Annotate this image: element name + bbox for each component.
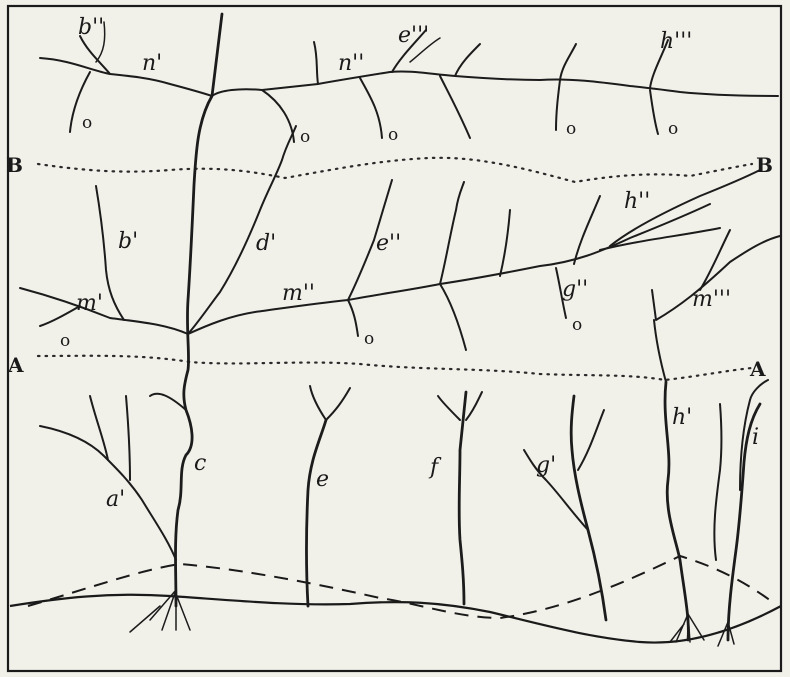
- stream-e: [307, 420, 327, 606]
- label-g2: g'': [562, 277, 588, 302]
- stream-n2-s4: [556, 80, 560, 130]
- label-g1: g': [536, 453, 556, 478]
- label-b1: b': [118, 229, 138, 254]
- label-m3: m''': [692, 287, 731, 312]
- stream-m2: [188, 204, 710, 334]
- stream-d1: [188, 126, 296, 334]
- label-b2: b'': [78, 15, 104, 40]
- label-f: f: [428, 455, 442, 480]
- upper-terrace-label-right: B: [756, 153, 773, 177]
- former-coastline: [28, 556, 775, 618]
- stream-g1: [571, 396, 606, 620]
- hollow-marker: o: [300, 127, 310, 147]
- stream-c: [176, 14, 223, 606]
- stream-f: [459, 392, 466, 604]
- lower-terrace-label-right: A: [749, 357, 766, 381]
- stream-m2-t1: [440, 182, 464, 284]
- stream-n2-t1: [314, 42, 318, 84]
- delta-i: [718, 622, 734, 646]
- hollow-marker: o: [60, 331, 70, 351]
- label-e2: e'': [376, 231, 401, 256]
- stream-n1: [40, 58, 212, 96]
- stream-n2-s3: [440, 76, 470, 138]
- lower-terrace-label-left: A: [7, 353, 24, 377]
- hollow-marker: o: [668, 119, 678, 139]
- label-a1: a': [106, 487, 125, 512]
- stream-h2-c: [574, 196, 600, 264]
- stream-c-t: [150, 394, 186, 410]
- hollow-marker: o: [364, 329, 374, 349]
- label-h2: h'': [624, 189, 650, 214]
- stream-g1-t2: [578, 410, 604, 470]
- label-n1: n': [142, 51, 162, 76]
- stream-n2-t2: [455, 44, 480, 76]
- stream-n2-s2: [360, 78, 382, 138]
- label-h3: h''': [660, 29, 692, 54]
- label-m2: m'': [282, 281, 315, 306]
- stream-e-t1: [326, 388, 350, 420]
- label-e: e: [316, 467, 329, 492]
- stream-n2-s5: [650, 90, 658, 134]
- label-h1: h': [672, 405, 692, 430]
- label-e3: e''': [398, 23, 429, 48]
- stream-e-t2: [310, 386, 326, 420]
- hollow-marker: o: [82, 113, 92, 133]
- upper-terrace-label-left: B: [6, 153, 23, 177]
- label-m1: m': [76, 291, 103, 316]
- label-n2: n'': [338, 51, 364, 76]
- hollow-marker: o: [566, 119, 576, 139]
- stream-n2-s1: [262, 90, 294, 142]
- stream-m2-s2: [440, 284, 466, 350]
- present-coastline: [10, 595, 781, 643]
- diagram-frame: [8, 6, 781, 671]
- stream-f-t1: [438, 396, 460, 420]
- label-c: c: [194, 451, 206, 476]
- stream-m1-b: [40, 306, 80, 326]
- stream-m2-t2: [500, 210, 510, 276]
- label-i: i: [752, 425, 759, 450]
- stream-a1-t2: [126, 396, 130, 480]
- label-d1: d': [256, 231, 276, 256]
- stream-i-t2: [714, 404, 721, 560]
- upper-terrace-line: [38, 158, 752, 182]
- hollow-marker: o: [388, 125, 398, 145]
- lower-terrace-line: [38, 356, 752, 380]
- stream-h1-b: [654, 320, 666, 382]
- hollow-marker: o: [572, 315, 582, 335]
- stream-m2-s1: [348, 300, 358, 336]
- stream-n2-t3: [560, 44, 576, 80]
- stream-f-t2: [466, 392, 482, 420]
- stream-b2: [80, 36, 110, 74]
- stream-m1: [20, 288, 188, 334]
- stream-m3-t: [700, 230, 730, 290]
